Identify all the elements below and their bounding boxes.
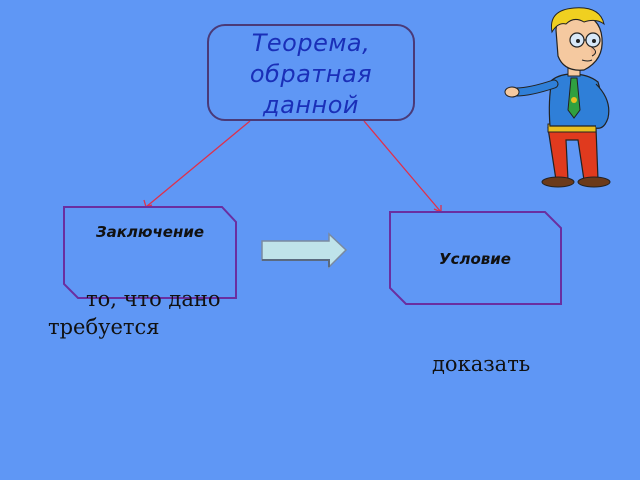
conclusion-shape [63,206,237,299]
title-text: Теорема, обратная данной [249,29,373,119]
condition-shape [389,211,562,305]
right-arrow-icon [261,232,348,269]
connector-right [363,120,442,213]
conclusion-label: Заключение [95,223,205,241]
condition-label: Условие [439,250,511,268]
note-prove: доказать [432,352,531,376]
note-given: то, что дано [86,287,221,311]
title-box [207,24,415,121]
cartoon-man-icon [504,7,611,188]
note-required: требуется [48,315,160,339]
connector-left [145,120,251,208]
